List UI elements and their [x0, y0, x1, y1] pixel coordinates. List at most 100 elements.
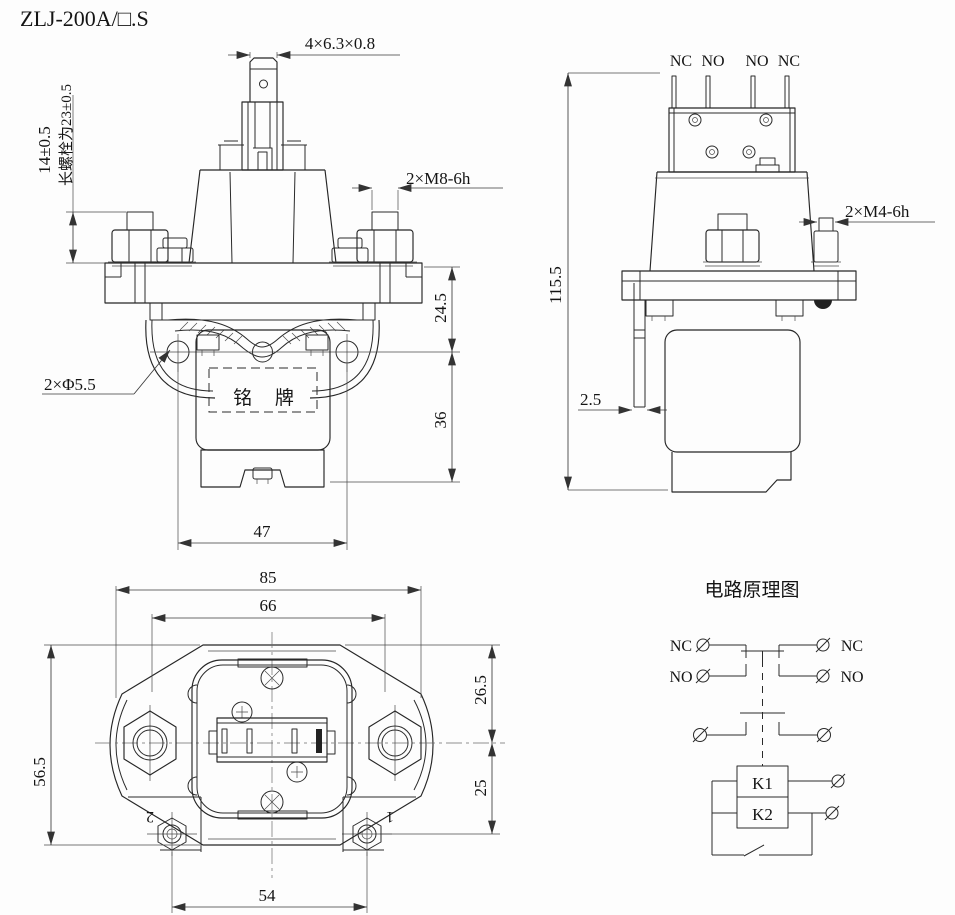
mounting-flange-side	[621, 270, 857, 321]
terminal-circle	[817, 728, 831, 742]
flange-outline	[109, 644, 434, 846]
dim-2-5-text: 2.5	[580, 390, 601, 409]
dimension-26-5: 26.5	[345, 644, 500, 835]
schematic-no-left: NO	[669, 669, 692, 686]
terminal-circle	[825, 806, 839, 820]
dim-24-5-text: 24.5	[431, 293, 450, 323]
connector-screw-a	[231, 701, 253, 723]
coil-body-side	[649, 171, 815, 272]
lower-housing-front: 铭 牌	[195, 329, 331, 451]
terminal-circle	[693, 728, 707, 742]
dim-66-text: 66	[260, 596, 277, 615]
long-bolt-note: 长螺栓为23±0.5	[58, 84, 75, 186]
pin-label-nc2: NC	[778, 53, 800, 70]
dimension-stud-height: 14±0.5 长螺栓为23±0.5	[35, 84, 126, 264]
mounting-ear-right	[309, 319, 380, 399]
dim-36-text: 36	[431, 412, 450, 429]
aux-pins	[671, 75, 790, 109]
dimension-bracket: 2.5	[578, 390, 667, 414]
dim-26-5-text: 26.5	[471, 675, 490, 705]
center-cover	[187, 658, 357, 820]
coil-terminal-left: 2	[128, 796, 202, 852]
coil-k1: K1	[736, 765, 846, 798]
aux-contact-block	[668, 107, 796, 173]
dim-m8-text: 2×M8-6h	[406, 169, 471, 188]
dim-25-text: 25	[471, 780, 490, 797]
rubber-boot	[149, 302, 376, 363]
dimension-66: 66	[151, 596, 386, 692]
terminal-boss-left	[123, 710, 177, 776]
drawing-title: ZLJ-200A/□.S	[20, 6, 149, 31]
nameplate-text: 铭 牌	[233, 387, 303, 409]
dimension-m8: 2×M8-6h	[352, 169, 503, 210]
coil-terminal-right: 1	[342, 796, 416, 852]
cover-screw-top	[260, 666, 284, 690]
callout-mounting-holes: 2×Φ5.5	[42, 349, 171, 395]
cover-clips	[187, 684, 357, 796]
dim-47-text: 47	[254, 522, 272, 541]
dimension-85: 85	[115, 568, 422, 698]
schematic-nc-right: NC	[841, 638, 863, 655]
coil-k2: K2	[736, 796, 840, 829]
dim-tab-text: 4×6.3×0.8	[305, 34, 375, 53]
dimension-tab: 4×6.3×0.8	[228, 34, 400, 59]
coil-connector	[208, 717, 336, 763]
terminal-circle	[816, 638, 830, 652]
aux-pin-labels: NC NO NO NC	[670, 53, 800, 70]
terminal-bolt-right	[329, 211, 417, 267]
terminal-circle	[816, 669, 830, 683]
front-view: 4×6.3×0.8	[35, 34, 503, 550]
coil-k1-label: K1	[752, 774, 773, 793]
dim-54-text: 54	[259, 886, 277, 905]
dimension-56-5: 56.5	[30, 644, 200, 846]
dimension-54: 54	[171, 852, 368, 913]
dimension-right-stack: 24.5 36	[330, 266, 460, 483]
circuit-schematic: 电路原理图 NC NC NO NO	[669, 579, 864, 857]
tab-hole	[259, 79, 268, 89]
pin-label-no2: NO	[745, 53, 768, 70]
dimension-47: 47	[177, 364, 348, 550]
bottom-view: 2 1 85 66 56.5 26.5	[30, 568, 505, 913]
side-view: NC NO NO NC	[546, 53, 935, 493]
dim-115-5-text: 115.5	[546, 266, 565, 304]
terminal-boss-right	[368, 710, 422, 776]
center-stud	[218, 101, 307, 171]
coil-terminal-label-2: 2	[146, 808, 154, 825]
coil-terminal-label-1: 1	[386, 808, 394, 825]
bottom-centerlines	[95, 632, 505, 878]
lower-housing-side	[664, 329, 801, 493]
coil-body-front	[188, 169, 337, 264]
terminal-circle	[831, 774, 845, 788]
dim-56-5-text: 56.5	[30, 757, 49, 787]
block-screw	[688, 113, 773, 159]
dimension-m4: 2×M4-6h	[799, 202, 935, 226]
rubber-grommet	[814, 300, 832, 309]
tab-terminal	[249, 57, 278, 102]
dimension-height: 115.5	[546, 72, 668, 491]
aux-contact-nc: NC NC	[670, 637, 863, 658]
dimension-25: 25	[471, 743, 496, 834]
m4-terminal	[811, 217, 841, 267]
pin-label-nc1: NC	[670, 53, 692, 70]
aux-contact-no: NO NO	[669, 664, 864, 686]
connector-screw-b	[286, 761, 308, 783]
hook-bracket	[633, 283, 646, 408]
main-contact	[692, 712, 833, 743]
dim-m4-text: 2×M4-6h	[845, 202, 910, 221]
mounting-ear-left	[145, 319, 216, 399]
pin-label-no1: NO	[701, 53, 724, 70]
schematic-title: 电路原理图	[704, 579, 799, 601]
schematic-nc-left: NC	[670, 638, 692, 655]
dim-85-text: 85	[260, 568, 277, 587]
economizer-switch-loop	[711, 780, 813, 857]
mounting-flange-front	[104, 262, 423, 304]
cover-screw-bottom	[260, 790, 284, 814]
terminal-bolt-left	[108, 211, 196, 267]
dim-holes-text: 2×Φ5.5	[44, 375, 96, 394]
nameplate-box	[208, 367, 318, 413]
schematic-no-right: NO	[840, 669, 863, 686]
base-block-front	[200, 449, 325, 488]
dim-stud-height-text: 14±0.5	[35, 126, 54, 174]
coil-k2-label: K2	[752, 805, 773, 824]
